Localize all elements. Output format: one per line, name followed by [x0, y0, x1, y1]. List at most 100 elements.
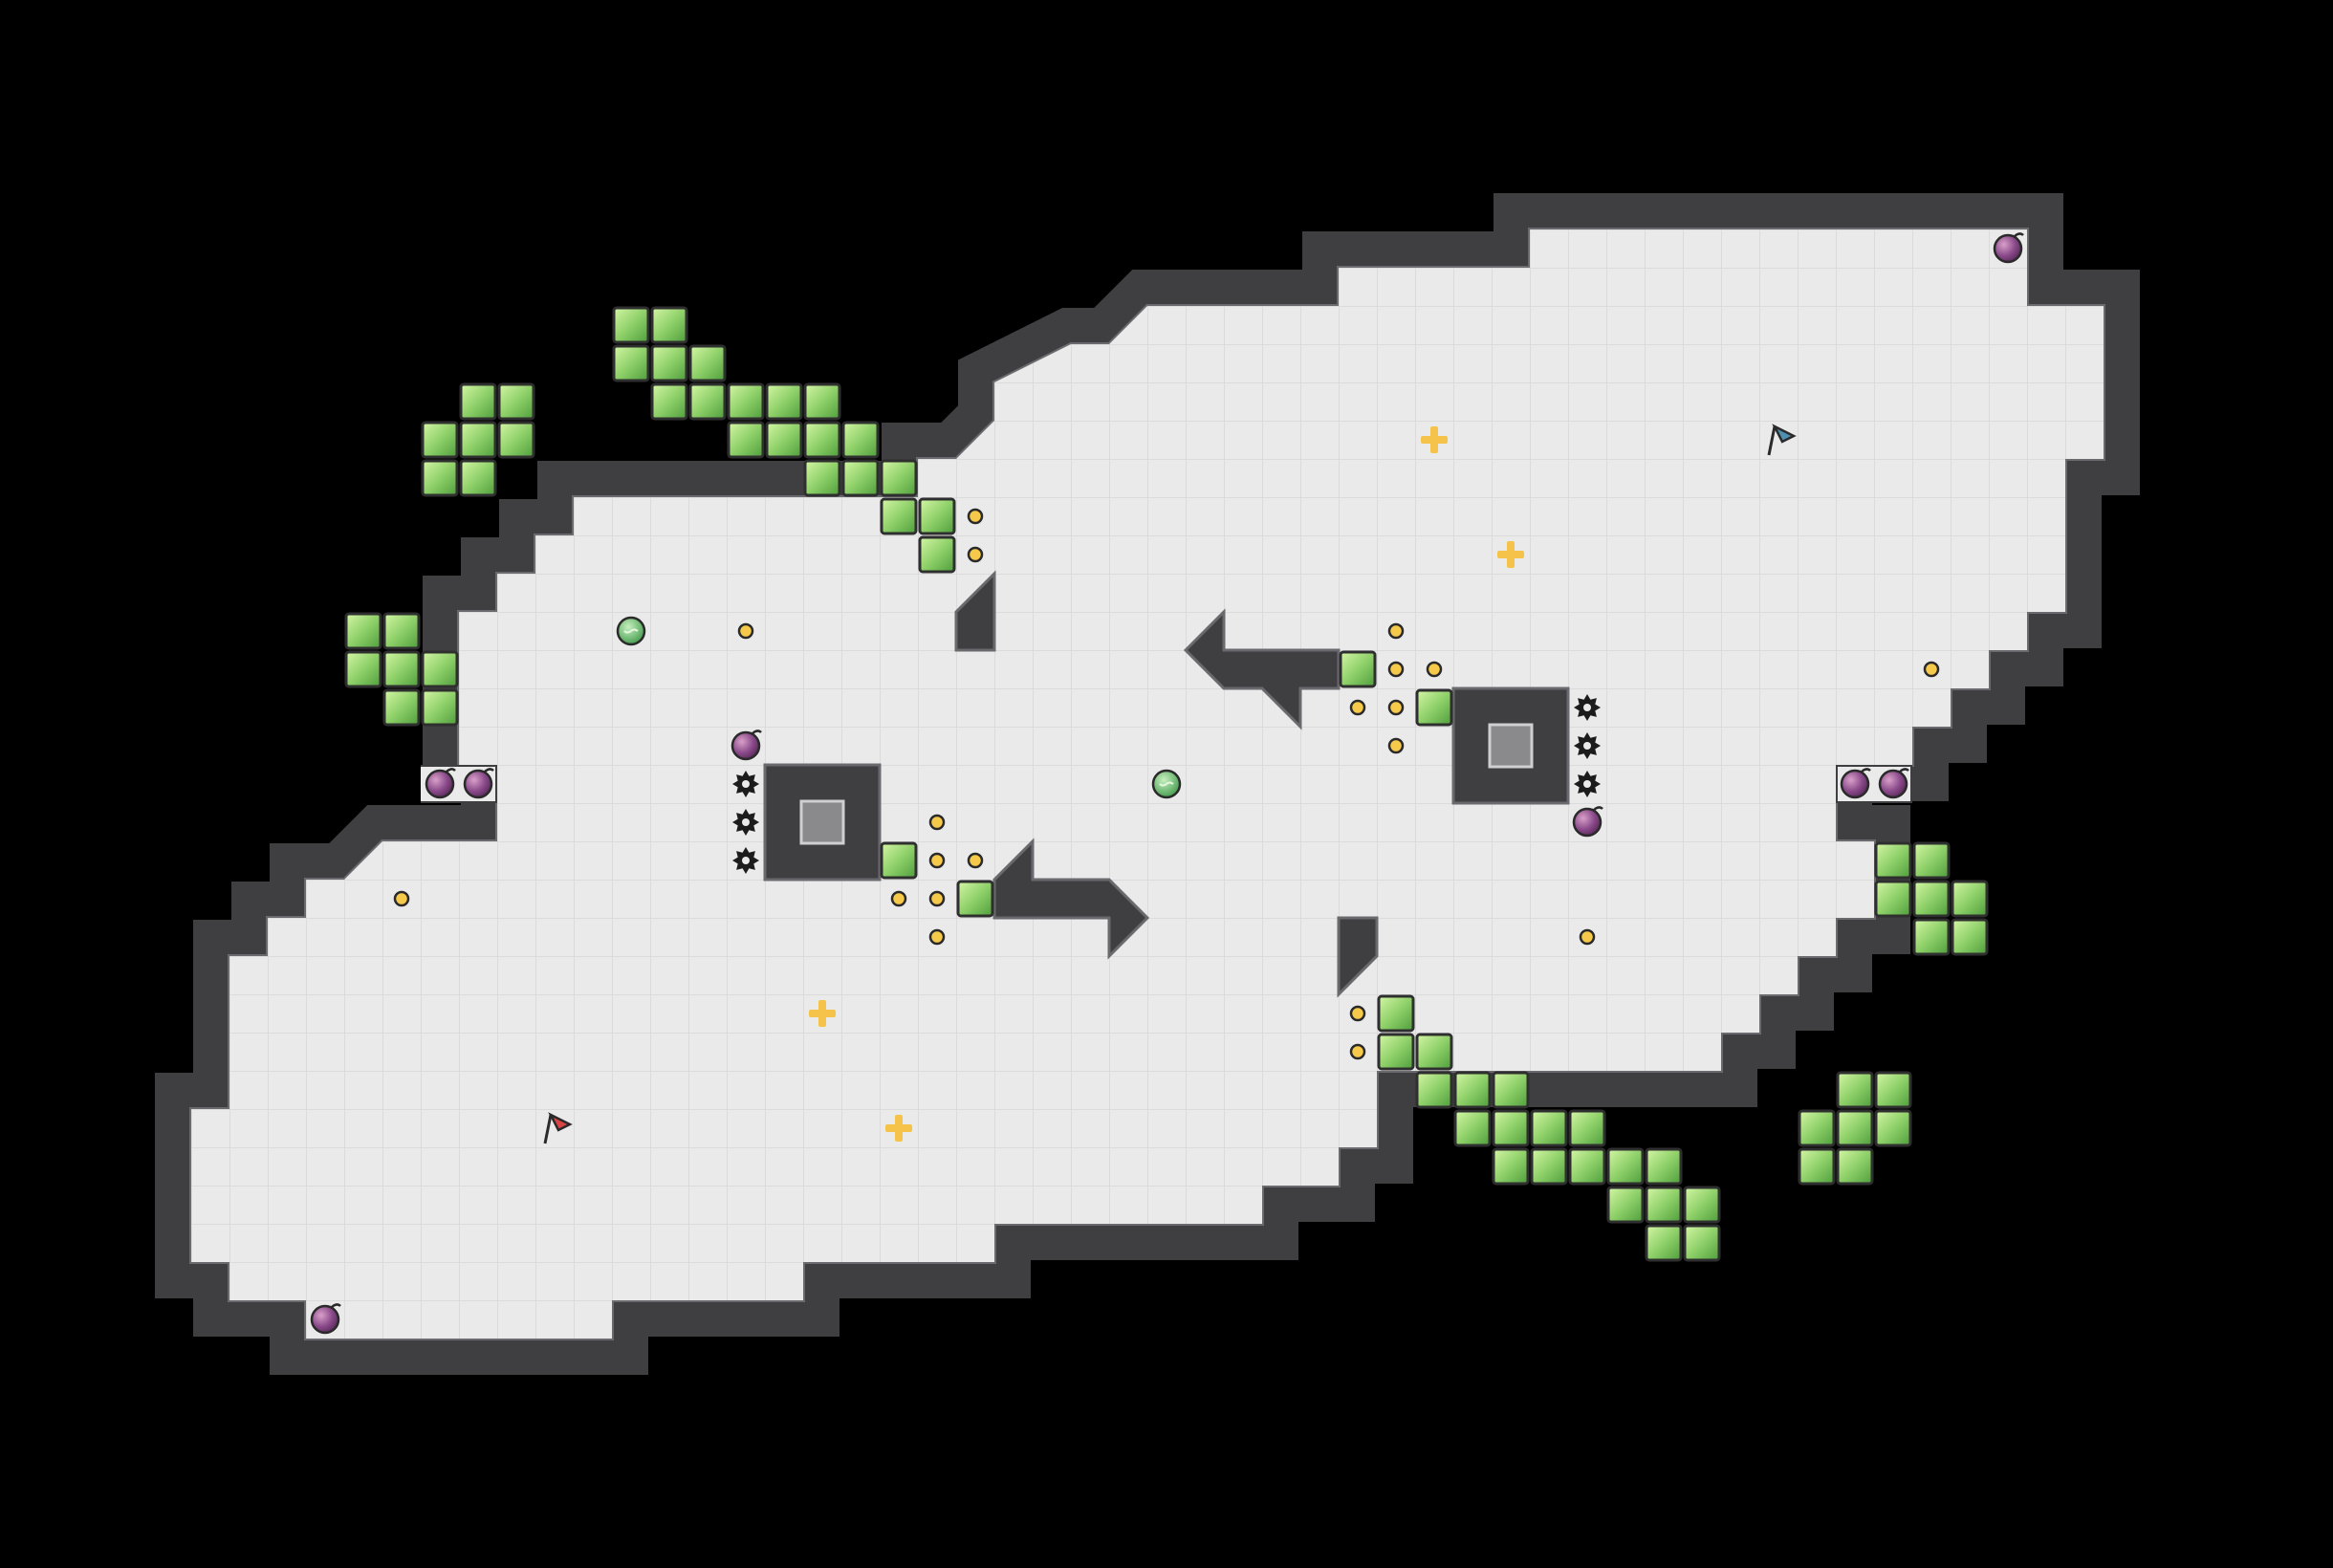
- green-block-icon: [688, 382, 727, 421]
- green-block-icon: [421, 459, 459, 497]
- green-block-icon: [918, 535, 956, 574]
- coin-icon: [967, 508, 984, 525]
- coin-icon: [737, 622, 754, 640]
- green-block-icon: [803, 382, 841, 421]
- green-block-icon: [382, 688, 421, 727]
- coin-icon: [1923, 661, 1940, 678]
- coin-icon: [1349, 699, 1366, 716]
- green-block-icon: [1951, 918, 1989, 956]
- coin-icon: [890, 890, 907, 907]
- green-block-icon: [1377, 994, 1415, 1033]
- chevron-wall: [1183, 608, 1341, 730]
- green-block-icon: [1836, 1109, 1874, 1147]
- item-layer: [310, 232, 2024, 1335]
- green-block-icon: [497, 421, 535, 459]
- upper-spike: [954, 570, 996, 652]
- green-block-icon: [1339, 650, 1377, 688]
- green-block-icon: [1377, 1033, 1415, 1071]
- green-block-icon: [459, 382, 497, 421]
- green-block-icon: [1492, 1109, 1530, 1147]
- coin-icon: [1349, 1005, 1366, 1022]
- green-block-icon: [421, 421, 459, 459]
- green-block-icon: [841, 421, 880, 459]
- coin-icon: [928, 852, 946, 869]
- green-block-icon: [1415, 688, 1453, 727]
- green-block-icon: [344, 612, 382, 650]
- red-flag-icon: [543, 1112, 573, 1144]
- green-block-icon: [459, 459, 497, 497]
- green-block-icon: [1415, 1033, 1453, 1071]
- bomb-icon: [1572, 806, 1603, 838]
- green-block-icon: [382, 650, 421, 688]
- green-block-icon: [1492, 1071, 1530, 1109]
- green-block-icon: [918, 497, 956, 535]
- bomb-icon: [1878, 768, 1909, 799]
- green-block-icon: [497, 382, 535, 421]
- bomb-icon: [1840, 768, 1871, 799]
- green-block-icon: [1645, 1224, 1683, 1262]
- green-block-layer: [344, 306, 1989, 1262]
- sawblade-icon: [1574, 771, 1601, 797]
- coin-icon: [928, 928, 946, 946]
- lower-post: [1337, 916, 1379, 998]
- sawblade-icon: [1574, 732, 1601, 759]
- green-block-icon: [1415, 1071, 1453, 1109]
- green-orb-icon: [1151, 769, 1182, 799]
- green-block-icon: [1606, 1147, 1645, 1186]
- plus-pickup-icon: [1421, 426, 1448, 453]
- bomb-icon: [463, 768, 494, 799]
- green-block-icon: [803, 421, 841, 459]
- interior-wall-layer: [763, 570, 1570, 998]
- green-block-icon: [1836, 1071, 1874, 1109]
- green-block-icon: [1951, 880, 1989, 918]
- green-block-icon: [1912, 841, 1951, 880]
- green-block-icon: [1568, 1147, 1606, 1186]
- green-block-icon: [382, 612, 421, 650]
- coin-icon: [1387, 737, 1405, 754]
- green-block-icon: [459, 421, 497, 459]
- green-block-icon: [612, 306, 650, 344]
- green-block-icon: [841, 459, 880, 497]
- sawblade-icon: [1574, 694, 1601, 721]
- green-block-icon: [1798, 1109, 1836, 1147]
- green-block-icon: [688, 344, 727, 382]
- green-block-icon: [1683, 1224, 1721, 1262]
- green-block-icon: [1492, 1147, 1530, 1186]
- coin-icon: [1387, 622, 1405, 640]
- green-block-icon: [803, 459, 841, 497]
- coin-icon: [1349, 1043, 1366, 1060]
- sawblade-icon: [732, 809, 759, 836]
- coin-icon: [1387, 699, 1405, 716]
- green-block-icon: [650, 382, 688, 421]
- green-block-icon: [1453, 1071, 1492, 1109]
- coin-icon: [1426, 661, 1443, 678]
- plus-pickup-icon: [1497, 541, 1524, 568]
- green-block-icon: [1874, 880, 1912, 918]
- green-orb-icon: [616, 616, 646, 646]
- coin-icon: [393, 890, 410, 907]
- green-block-icon: [880, 497, 918, 535]
- coin-icon: [1579, 928, 1596, 946]
- plus-pickup-icon: [885, 1115, 912, 1142]
- sawblade-icon: [732, 847, 759, 874]
- green-block-icon: [1568, 1109, 1606, 1147]
- green-block-icon: [650, 306, 688, 344]
- green-block-icon: [956, 880, 994, 918]
- coin-icon: [967, 852, 984, 869]
- green-block-icon: [612, 344, 650, 382]
- green-block-icon: [1530, 1109, 1568, 1147]
- sawblade-icon: [732, 771, 759, 797]
- green-block-icon: [1645, 1186, 1683, 1224]
- green-block-icon: [765, 421, 803, 459]
- coin-icon: [928, 890, 946, 907]
- green-block-icon: [1798, 1147, 1836, 1186]
- green-block-icon: [1645, 1147, 1683, 1186]
- coin-icon: [967, 546, 984, 563]
- floor-tiles: [191, 229, 2104, 1339]
- blue-flag-icon: [1767, 424, 1797, 456]
- green-block-icon: [650, 344, 688, 382]
- green-block-icon: [880, 459, 918, 497]
- green-block-icon: [1606, 1186, 1645, 1224]
